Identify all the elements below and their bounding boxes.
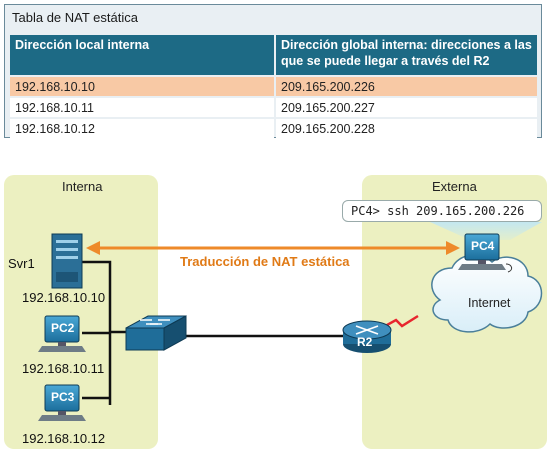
cell-text: 192.168.10.11: [15, 100, 95, 115]
pc3-icon: [38, 384, 86, 421]
internet-label: Internet: [468, 296, 511, 310]
server-ip: 192.168.10.10: [22, 290, 106, 305]
server-icon: [51, 233, 83, 289]
header-global: Dirección global interna: direcciones a …: [276, 35, 537, 75]
pc4-label: PC4: [471, 239, 495, 253]
lan-cables: [82, 260, 345, 405]
nat-translation-arrow: [86, 241, 460, 255]
switch-icon: [125, 315, 187, 351]
table-row-2-global: 209.165.200.227: [276, 98, 537, 117]
cell-text: 192.168.10.10: [15, 79, 95, 94]
table-row-3-local: 192.168.10.12: [10, 119, 274, 138]
cell-text: 209.165.200.226: [281, 79, 375, 94]
pc3-label: PC3: [51, 390, 75, 404]
nat-translation-label: Traducción de NAT estática: [180, 254, 350, 269]
inside-zone-label: Interna: [62, 179, 103, 194]
nat-table: Tabla de NAT estática Dirección local in…: [4, 4, 542, 138]
table-row-3-global: 209.165.200.228: [276, 119, 537, 138]
table-row-2-local: 192.168.10.11: [10, 98, 274, 117]
cell-text: 192.168.10.12: [15, 121, 95, 136]
router-icon: [342, 320, 392, 353]
router-label: R2: [357, 335, 373, 349]
pc2-label: PC2: [51, 321, 75, 335]
table-title: Tabla de NAT estática: [12, 10, 138, 25]
pc4-icon: [458, 233, 513, 273]
command-callout: PC4> ssh 209.165.200.226: [342, 200, 542, 222]
server-name: Svr1: [8, 256, 35, 271]
header-local: Dirección local interna: [10, 35, 274, 75]
command-callout-beam: [430, 222, 542, 240]
internet-cloud-icon: [431, 254, 543, 333]
table-row-1-local: 192.168.10.10: [10, 77, 274, 96]
header-global-line2: que se puede llegar a través del R2: [281, 54, 490, 68]
pc3-ip: 192.168.10.12: [22, 431, 106, 446]
header-global-line1: Dirección global interna: direcciones a …: [281, 38, 532, 52]
inside-zone: [4, 175, 158, 449]
header-local-text: Dirección local interna: [15, 38, 150, 52]
cell-text: 209.165.200.227: [281, 100, 375, 115]
outside-zone-label: Externa: [432, 179, 477, 194]
cell-text: 209.165.200.228: [281, 121, 375, 136]
table-row-1-global: 209.165.200.226: [276, 77, 537, 96]
pc2-icon: [38, 315, 86, 352]
pc2-ip: 192.168.10.11: [22, 361, 105, 376]
